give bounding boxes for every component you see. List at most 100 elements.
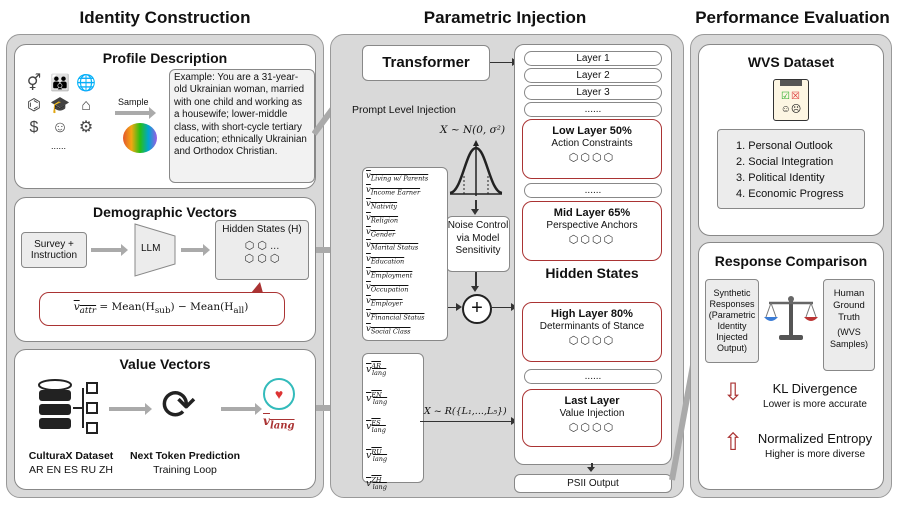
noise-control-box: Noise Control via Model Sensitivity	[446, 216, 510, 272]
ntp-label: Next Token Prediction	[129, 450, 241, 462]
attr-to-plus-arrow	[442, 307, 458, 308]
attr-vector-item: vNativity	[366, 198, 398, 211]
attr-vector-item: vEmployment	[366, 268, 413, 280]
human-ground-truth-sub: (WVS Samples)	[829, 327, 868, 349]
hidden-states-title: Hidden States	[545, 265, 639, 281]
high-layer-box: High Layer 80% Determinants of Stance ⬡⬡…	[522, 302, 662, 362]
mid-layer-cubes: ⬡⬡⬡⬡	[568, 234, 616, 246]
entropy-up-arrow-icon: ⇧	[723, 429, 744, 456]
loop-to-output-arrow	[221, 407, 255, 411]
survey-form-icon: ☑☒ ☺☹	[773, 79, 809, 121]
demographic-vectors-title: Demographic Vectors	[93, 204, 237, 220]
mid-layer-title: Mid Layer 65%	[553, 207, 631, 219]
wvs-item: 4. Economic Progress	[736, 188, 844, 200]
attr-vector-item: vSocial Class	[366, 323, 411, 336]
layer-dots-2: ......	[524, 183, 662, 198]
model-heart-icon: ♥	[263, 378, 295, 410]
noise-down-arrow-head	[471, 286, 479, 292]
profile-icon-grid: ⚥👪🌐 ⌬🎓⌂ $☺⚙	[21, 73, 107, 139]
mid-layer-box: Mid Layer 65% Perspective Anchors ⬡⬡⬡⬡	[522, 201, 662, 261]
attr-vector-item: vOccupation	[366, 282, 409, 294]
profile-description-card: Profile Description ⚥👪🌐 ⌬🎓⌂ $☺⚙ ...... S…	[14, 44, 316, 189]
stack-to-output-arrow-head	[587, 467, 595, 472]
llm-to-hidden-arrow	[181, 248, 203, 252]
parametric-injection-title: Parametric Injection	[423, 8, 587, 27]
gaussian-curve-icon	[449, 140, 503, 196]
attr-vector-item: vReligion	[366, 212, 399, 225]
noise-control-label: Noise Control via Model Sensitivity	[447, 220, 509, 256]
hidden-states-label: Hidden States (H)	[222, 224, 302, 235]
layer-2: Layer 2	[524, 68, 662, 83]
identity-construction-title: Identity Construction	[79, 8, 251, 27]
survey-instruction-box: Survey + Instruction	[21, 232, 87, 268]
crowd-icon	[123, 123, 157, 153]
survey-to-llm-arrow-head	[121, 244, 128, 256]
transformer-label: Transformer	[382, 54, 470, 71]
human-ground-truth-label: Human Ground Truth	[833, 288, 865, 323]
wvs-item: 2. Social Integration	[736, 156, 834, 168]
scale-icon	[764, 296, 818, 340]
normalized-entropy-sub: Higher is more diverse	[764, 449, 866, 460]
group-icon: ☺	[51, 119, 69, 136]
kl-down-arrow-icon: ⇩	[723, 379, 744, 406]
survey-to-llm-arrow	[91, 248, 121, 252]
wvs-item: 3. Political Identity	[736, 172, 825, 184]
culturax-dataset-label: CulturaX Dataset	[28, 450, 114, 462]
db-to-loop-arrow-head	[145, 403, 152, 415]
low-layer-box: Low Layer 50% Action Constraints ⬡⬡⬡⬡	[522, 119, 662, 179]
attr-vector-item: vEducation	[366, 254, 405, 267]
attr-vector-item: vLiving w/ Parents	[366, 171, 429, 183]
normalized-entropy-title: Normalized Entropy	[757, 431, 873, 446]
last-layer-title: Last Layer	[564, 395, 620, 407]
layer-1: Layer 1	[524, 51, 662, 66]
lang-vector-item: vENlang	[366, 390, 388, 406]
high-layer-title: High Layer 80%	[551, 308, 633, 320]
plus-node: +	[462, 294, 492, 324]
last-layer-subtitle: Value Injection	[559, 408, 625, 419]
database-icon	[38, 379, 98, 434]
wvs-items-list: 1. Personal Outlook 2. Social Integration…	[718, 130, 864, 202]
choice-formula: X ~ R({L₁,...,L₅})	[424, 406, 507, 417]
profile-ellipsis: ......	[51, 141, 67, 151]
attr-vector-item: vMarital Status	[366, 240, 419, 253]
transformer-to-layers-arrow	[490, 62, 514, 63]
lang-to-layers-arrow	[420, 421, 512, 422]
last-layer-box: Last Layer Value Injection ⬡⬡⬡⬡	[522, 389, 662, 447]
lang-vector-item: vARlang	[366, 362, 387, 378]
mid-layer-subtitle: Perspective Anchors	[546, 220, 638, 231]
kl-divergence-sub: Lower is more accurate	[763, 399, 867, 410]
gaussian-down-arrow-head	[471, 209, 479, 215]
gaussian-formula: X ~ N(0, σ²)	[440, 124, 506, 136]
wvs-item: 1. Personal Outlook	[736, 140, 833, 152]
llm-to-hidden-arrow-head	[203, 244, 210, 256]
performance-evaluation-title: Performance Evaluation	[695, 8, 890, 27]
hidden-states-cubes: ⬡ ⬡ ...⬡ ⬡ ⬡	[244, 240, 280, 265]
layer-dots-1: ......	[524, 102, 662, 117]
lang-vector-item: vZHlang	[366, 476, 387, 492]
wvs-items-box: 1. Personal Outlook 2. Social Integration…	[717, 129, 865, 209]
sample-arrow-head	[149, 107, 156, 119]
psii-output-label: PSII Output	[567, 478, 619, 489]
value-vectors-title: Value Vectors	[119, 356, 211, 372]
training-loop-label: Training Loop	[153, 464, 217, 476]
attr-formula: vattr = Mean(Hsub) − Mean(Hall)	[73, 301, 249, 317]
prompt-level-injection-label: Prompt Level Injection	[352, 104, 456, 116]
formula-callout	[39, 292, 285, 326]
last-layer-cubes: ⬡⬡⬡⬡	[568, 422, 616, 434]
lang-vector-item: vESlang	[366, 419, 386, 435]
psii-output-box: PSII Output	[514, 474, 672, 493]
hidden-states-box: Hidden States (H) ⬡ ⬡ ...⬡ ⬡ ⬡	[215, 220, 309, 280]
demographic-vectors-card: Demographic Vectors Survey + Instruction…	[14, 197, 316, 342]
attr-vector-item: vGender	[366, 226, 396, 239]
llm-funnel-icon	[134, 223, 176, 277]
gaussian-down-arrow	[475, 200, 477, 210]
low-layer-cubes: ⬡⬡⬡⬡	[568, 152, 616, 164]
attr-to-plus-arrow-head	[456, 303, 462, 311]
houses-icon: ⌂	[81, 97, 91, 114]
layer-3: Layer 3	[524, 85, 662, 100]
